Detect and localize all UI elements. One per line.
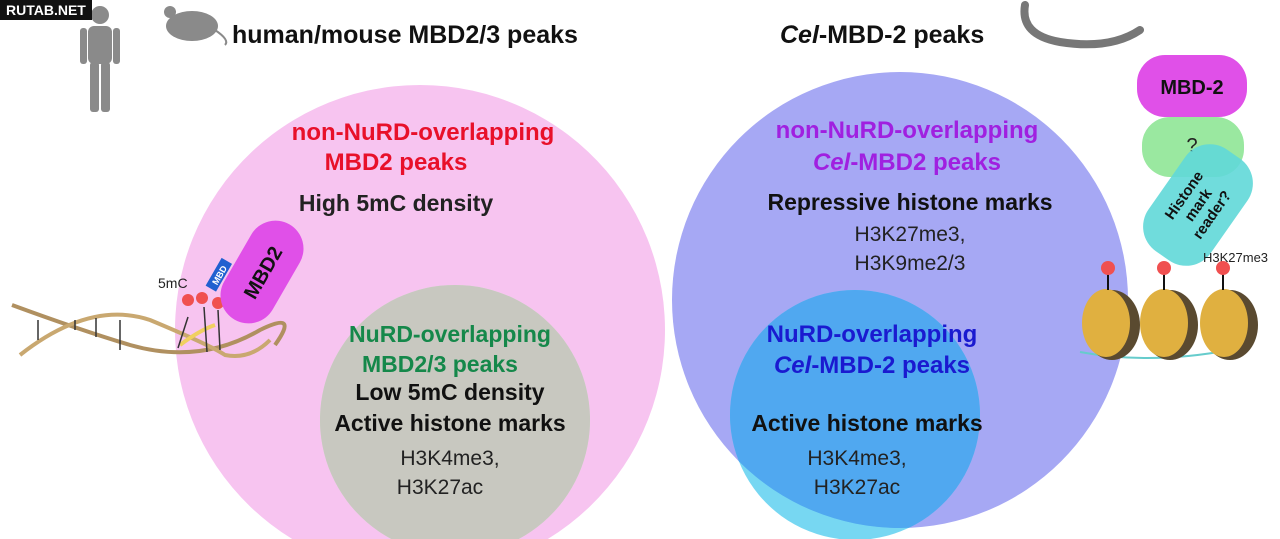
right-marks-1: H3K4me3, <box>807 447 906 470</box>
right-title: Cel-MBD-2 peaks <box>780 21 984 49</box>
left-inner-label-2: MBD2/3 peaks <box>362 351 518 377</box>
left-inner-desc-1: Low 5mC density <box>355 379 544 405</box>
left-inner-desc-2: Active histone marks <box>334 410 565 436</box>
nucleosome-icon <box>1082 261 1140 360</box>
overlap-region-left <box>320 284 590 539</box>
left-outer-desc: High 5mC density <box>299 190 493 216</box>
nucleosome-icon <box>1200 261 1258 360</box>
mbd2-protein: MBD2 MBD <box>205 220 304 324</box>
right-outer-marks-1: H3K27me3, <box>855 223 966 246</box>
mbd-2-label: MBD-2 <box>1160 77 1223 99</box>
human-icon <box>80 6 120 112</box>
right-outer-desc: Repressive histone marks <box>767 189 1052 215</box>
nucleosome-mark-label: H3K27me3 <box>1203 250 1268 265</box>
right-inner-label-2: Cel-MBD-2 peaks <box>774 352 970 379</box>
right-inner-label-1: NuRD-overlapping <box>767 321 978 348</box>
5mc-label: 5mC <box>158 275 188 291</box>
5mc-marks <box>182 292 224 309</box>
mouse-icon <box>164 6 228 46</box>
right-outer-marks-2: H3K9me2/3 <box>855 252 966 275</box>
right-outer-label-2: Cel-MBD2 peaks <box>813 149 1001 176</box>
dna-helix-icon <box>11 303 287 358</box>
left-outer-label-1: non-NuRD-overlapping <box>292 119 555 146</box>
right-outer-label-1: non-NuRD-overlapping <box>776 117 1039 144</box>
overlap-region-right <box>730 290 980 528</box>
right-marks-2: H3K27ac <box>814 476 900 499</box>
watermark: RUTAB.NET <box>0 0 92 20</box>
left-marks-1: H3K4me3, <box>400 447 499 470</box>
left-marks-2: H3K27ac <box>397 476 483 499</box>
nucleosomes <box>1079 261 1258 360</box>
mbd-2-protein <box>1137 55 1247 117</box>
left-title: human/mouse MBD2/3 peaks <box>232 21 578 49</box>
left-inner-label-1: NuRD-overlapping <box>349 321 551 347</box>
right-inner-desc: Active histone marks <box>751 410 982 436</box>
unknown-label: ? <box>1186 135 1197 157</box>
left-outer-label-2: MBD2 peaks <box>325 149 468 176</box>
worm-icon <box>1020 1 1144 49</box>
nucleosome-icon <box>1140 261 1198 360</box>
